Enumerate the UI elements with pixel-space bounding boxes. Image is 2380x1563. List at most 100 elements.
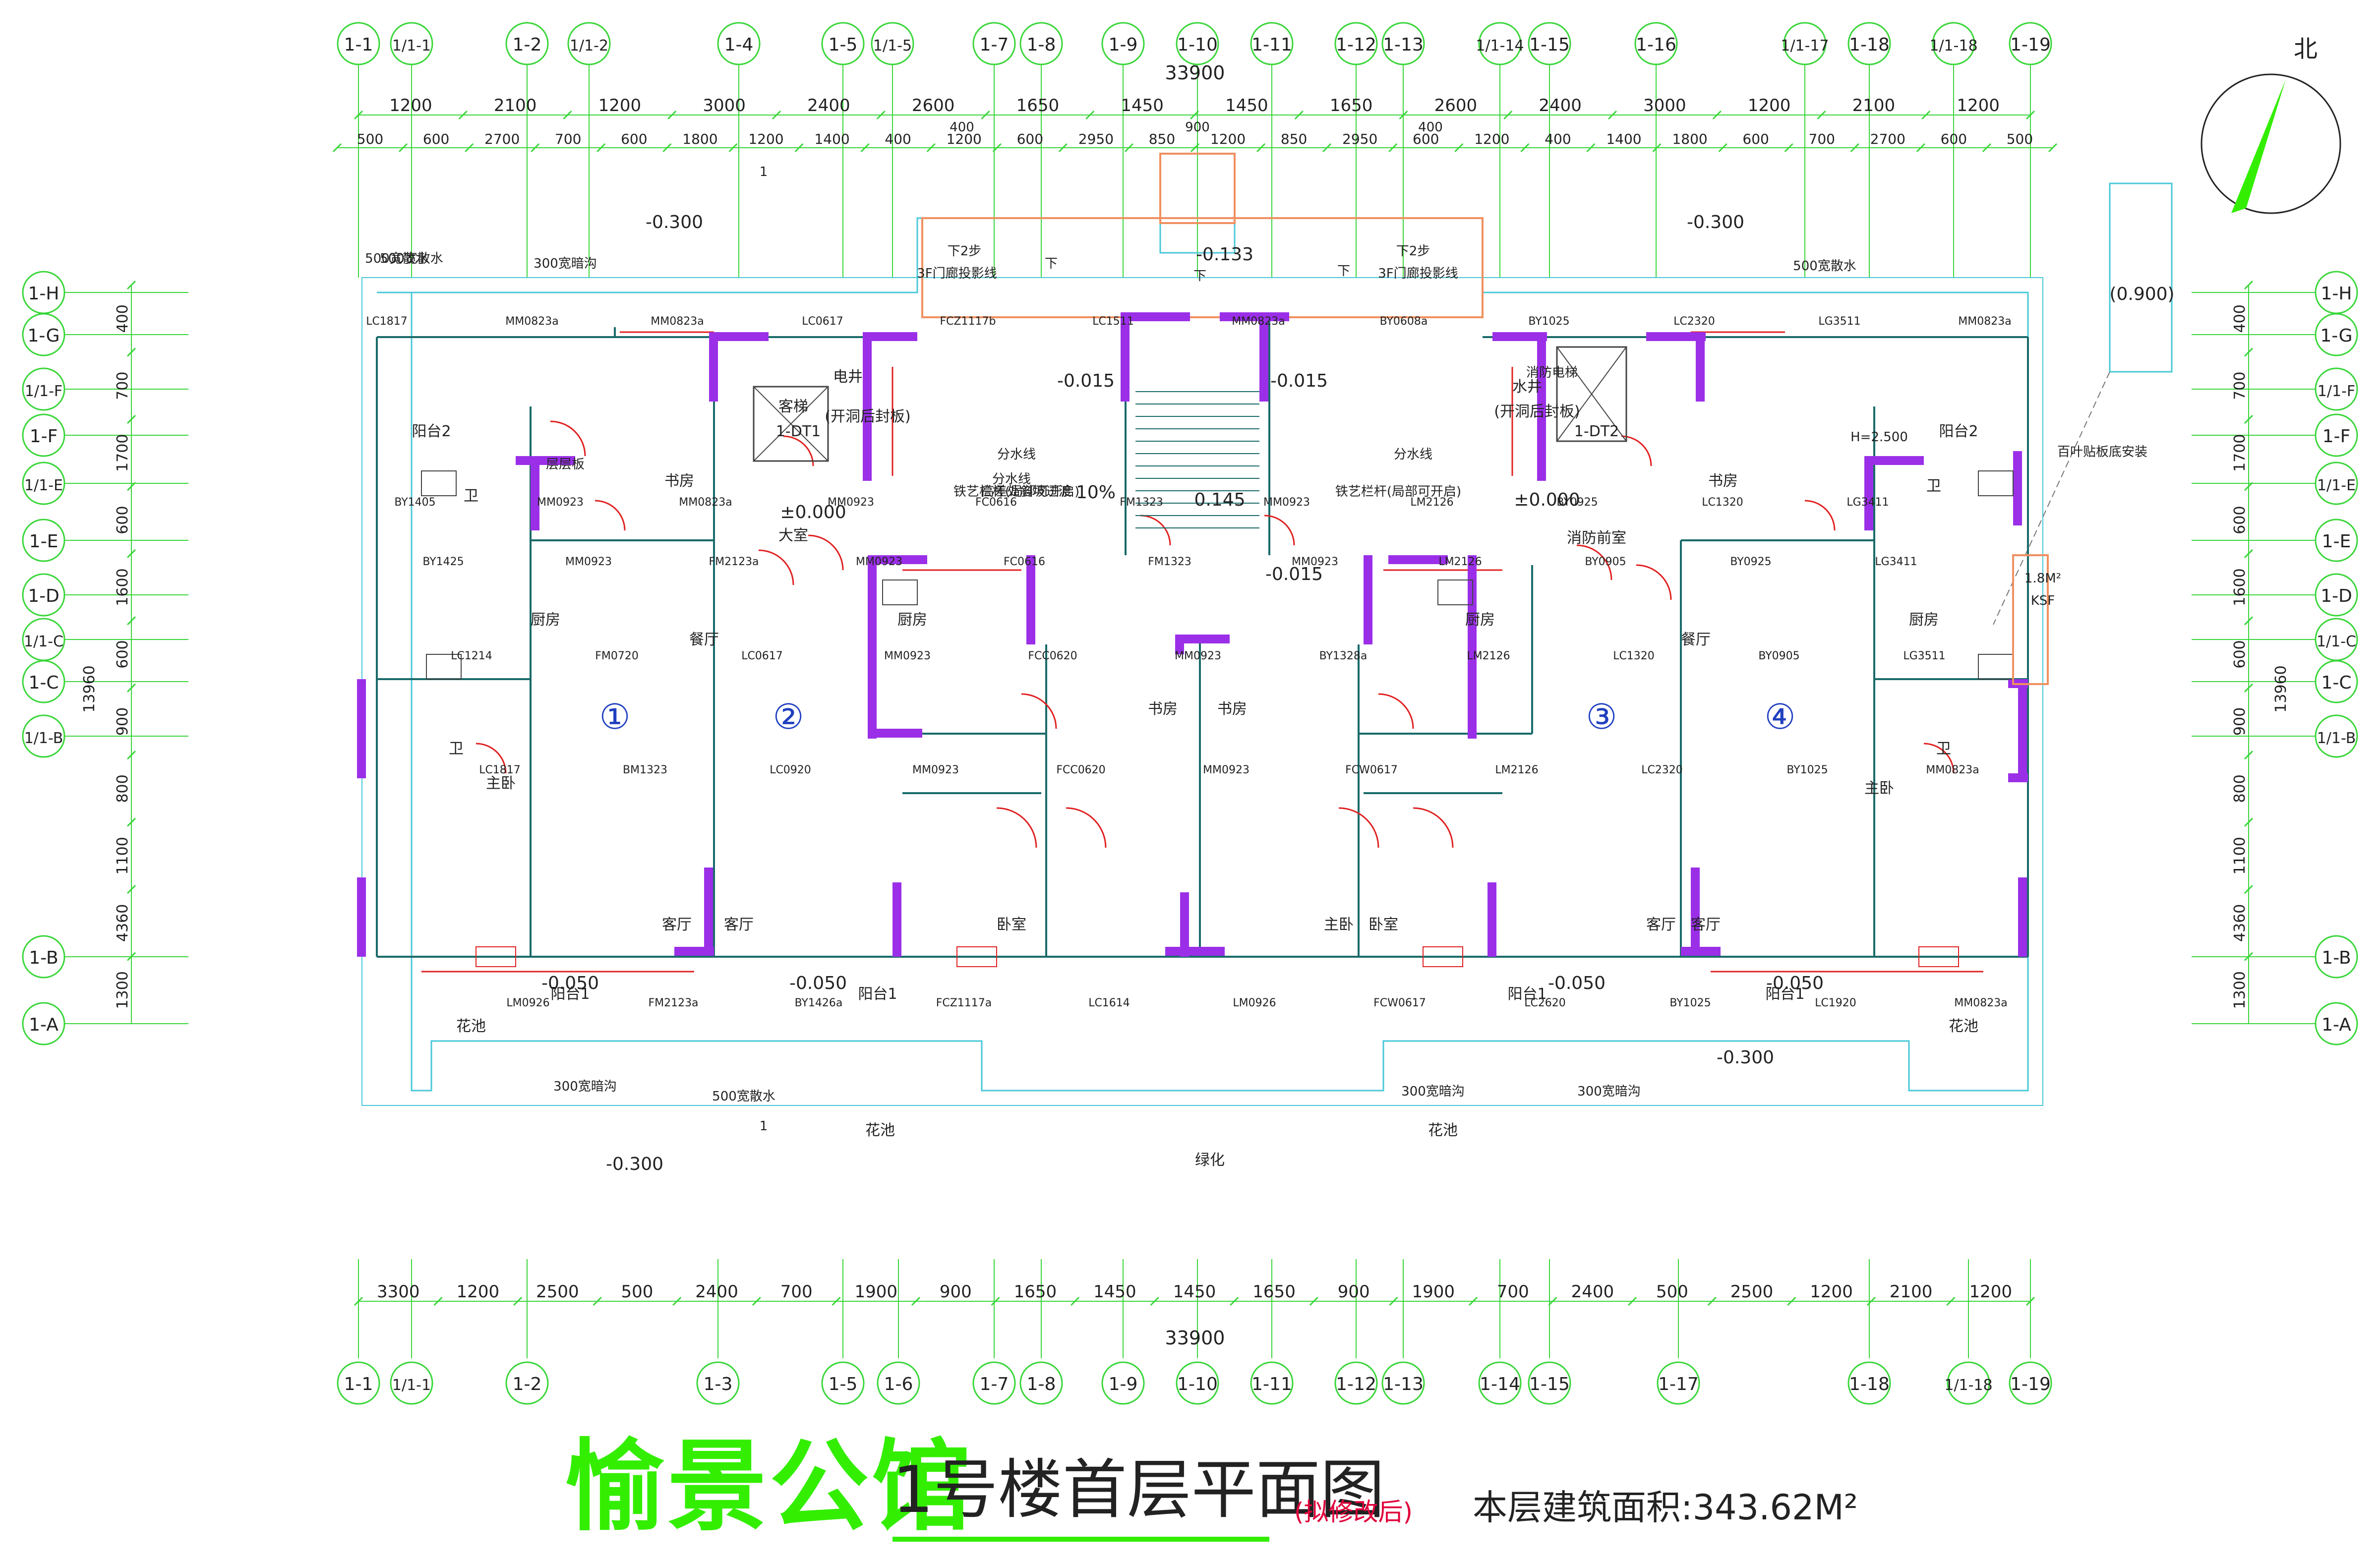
axis-label: 1-19 xyxy=(2010,35,2051,55)
dimension-text: 1450 xyxy=(1173,1282,1216,1302)
room-label: 餐厅 xyxy=(689,631,719,648)
dimension-text: 1450 xyxy=(1225,96,1268,116)
room-label: 主卧 xyxy=(1324,916,1354,933)
shear-wall xyxy=(2018,679,2027,778)
axis-bubble xyxy=(22,519,65,562)
opening-code: MM0923 xyxy=(565,556,612,568)
elevation-mark: -0.050 xyxy=(1548,973,1606,993)
dimension-text: 400 xyxy=(950,120,974,135)
axis-label: 1-1 xyxy=(344,1374,373,1394)
dimension-text: 1300 xyxy=(114,971,131,1009)
opening-code: BM1323 xyxy=(623,764,667,776)
room-label: 厨房 xyxy=(1909,611,1939,629)
axis-bubble xyxy=(337,1361,380,1405)
room-label: 1-DT1 xyxy=(776,423,821,440)
dimension-text: 1700 xyxy=(114,434,131,471)
axis-label: 1-1 xyxy=(344,35,373,55)
axis-label: 1-15 xyxy=(1529,1374,1570,1394)
axis-bubble xyxy=(1334,1361,1378,1405)
opening-code: FCC0620 xyxy=(1028,650,1077,662)
axis-bubble xyxy=(22,462,65,505)
room-label: 卫 xyxy=(464,487,478,505)
dimension-tick xyxy=(1322,143,1332,153)
room-label: 花池 xyxy=(1949,1018,1978,1035)
opening-code: FCC0620 xyxy=(1056,764,1105,776)
opening-code: LG3511 xyxy=(1818,315,1860,328)
axis-label: 1/1-B xyxy=(2317,730,2356,747)
apron-outline xyxy=(377,217,2029,1092)
axis-bubble xyxy=(2315,313,2358,356)
dimension-tick xyxy=(399,143,408,153)
dimension-tick xyxy=(1058,143,1068,153)
axis-bubble xyxy=(1019,22,1063,65)
opening-code: MM0923 xyxy=(1203,764,1250,776)
dimension-text: 400 xyxy=(114,304,131,333)
dimension-tick xyxy=(1921,110,1931,120)
axis-label: 1/1-1 xyxy=(392,1377,431,1394)
dimension-text: 2400 xyxy=(1571,1282,1614,1302)
plan-annotation: 500宽散水 xyxy=(1793,259,1856,274)
dimension-tick xyxy=(794,143,804,153)
opening-code: FCZ1117a xyxy=(936,997,992,1009)
axis-bubble xyxy=(390,1361,433,1405)
elevation-mark: 0.145 xyxy=(1194,490,1245,510)
dimension-text: 2700 xyxy=(484,131,520,147)
dimension-tick xyxy=(1520,143,1530,153)
elevation-mark: -0.015 xyxy=(1265,564,1323,584)
opening-code: BY1025 xyxy=(1528,315,1569,328)
axis-label: 1-H xyxy=(28,284,60,304)
opening-code: BY1405 xyxy=(394,496,435,509)
plan-annotation: 层层板 xyxy=(546,457,585,472)
dimension-tick xyxy=(1294,110,1304,120)
opening-code: MM0923 xyxy=(1175,650,1221,662)
room-label: (开洞后封板) xyxy=(825,408,910,425)
plan-annotation: 下 xyxy=(1045,256,1058,271)
dimension-text: 700 xyxy=(2231,372,2249,400)
opening-code: FM2123a xyxy=(648,997,698,1009)
dimension-tick xyxy=(1707,1296,1717,1306)
axis-label: 1-5 xyxy=(829,35,858,55)
axis-bubble xyxy=(22,313,65,356)
axis-label: 1-B xyxy=(29,948,58,968)
plan-annotation: KSF xyxy=(2031,593,2055,608)
axis-label: 1-5 xyxy=(829,1374,858,1394)
shear-wall xyxy=(1696,332,1705,402)
opening-code: MM0923 xyxy=(828,496,874,509)
plan-labels: -0.300-0.300-0.133-0.015-0.015±0.000±0.0… xyxy=(365,165,2174,1174)
dimension-tick xyxy=(1817,110,1826,120)
dimension-text: 1200 xyxy=(598,96,642,116)
axis-label: 1-2 xyxy=(513,1374,542,1394)
axis-label: 1/1-14 xyxy=(1476,37,1524,55)
shear-wall xyxy=(1220,312,1289,321)
plan-annotation: 分水线 xyxy=(997,447,1036,462)
floor-area-label: 本层建筑面积: xyxy=(1473,1487,1693,1528)
dimension-text: 1450 xyxy=(1093,1282,1136,1302)
elevation-mark: (0.900) xyxy=(2109,284,2174,304)
dimension-text: 600 xyxy=(2231,506,2249,534)
dimension-tick xyxy=(563,110,572,120)
opening-code: LC0920 xyxy=(770,764,811,776)
dimension-tick xyxy=(1850,143,1859,153)
dimension-tick xyxy=(1085,110,1095,120)
shear-wall xyxy=(1121,312,1190,321)
dimension-tick xyxy=(2244,683,2254,693)
opening-code: LC2320 xyxy=(1641,764,1683,776)
room-label: (开洞后封板) xyxy=(1494,403,1580,420)
axis-bubble xyxy=(1528,22,1571,65)
dimension-tick xyxy=(596,143,606,153)
dimension-tick xyxy=(1256,143,1266,153)
axis-label: 1-E xyxy=(29,531,59,552)
axis-label: 1-3 xyxy=(704,1374,733,1394)
dimension-tick xyxy=(126,683,136,693)
dimension-tick xyxy=(2048,143,2058,153)
opening-code: LM2126 xyxy=(1495,764,1538,776)
dimension-text: 1700 xyxy=(2231,434,2249,471)
dimension-tick xyxy=(332,143,342,153)
project-title: 愉景公馆 xyxy=(565,1429,974,1545)
dimension-text: 1200 xyxy=(1969,1282,2012,1302)
axis-bubble xyxy=(1101,1361,1145,1405)
dimension-tick xyxy=(126,280,136,290)
sanitary-fixture xyxy=(882,579,918,605)
dimension-tick xyxy=(1946,1296,1956,1306)
axis-label: 1-7 xyxy=(980,1374,1009,1394)
